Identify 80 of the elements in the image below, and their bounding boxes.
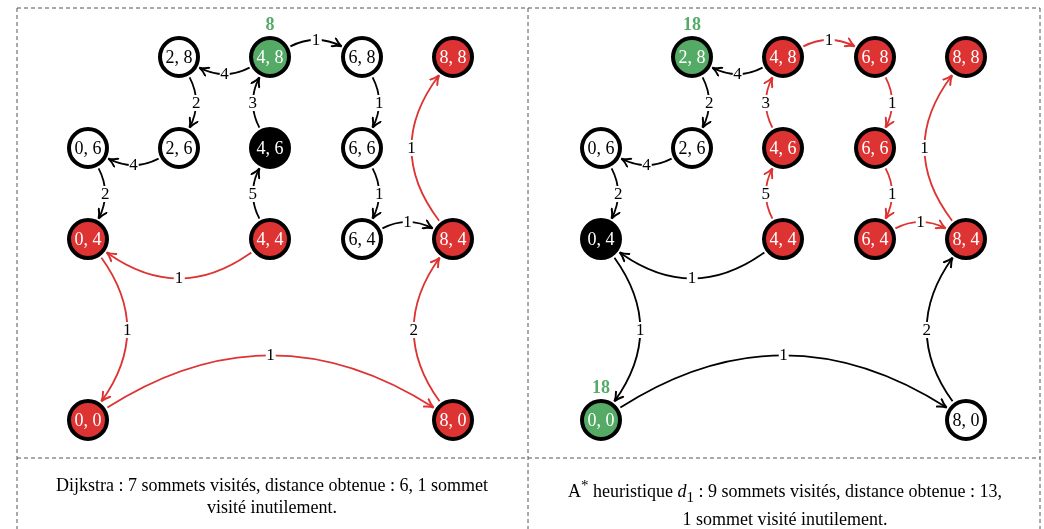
node-label: 2, 6	[164, 137, 194, 160]
graph-node	[945, 399, 987, 441]
graph-node	[945, 36, 987, 78]
graph-node	[432, 36, 474, 78]
edge-label: 2	[612, 185, 624, 202]
node-label: 6, 4	[860, 228, 890, 251]
edge-label: 1	[373, 94, 385, 111]
node-label: 4, 8	[255, 46, 285, 69]
edge-label: 5	[247, 185, 259, 202]
graph-node	[158, 36, 200, 78]
node-label: 2, 8	[164, 46, 194, 69]
edge-label: 3	[247, 94, 259, 111]
node-label: 0, 6	[73, 137, 103, 160]
node-label: 4, 4	[768, 228, 798, 251]
node-label: 8, 4	[438, 228, 468, 251]
node-label: 4, 6	[255, 137, 285, 160]
edge-label: 5	[760, 185, 772, 202]
node-label: 2, 8	[677, 46, 707, 69]
graph-node	[67, 218, 109, 260]
graph-node	[854, 36, 896, 78]
node-label: 0, 4	[586, 228, 616, 251]
graph-node	[945, 218, 987, 260]
caption: A$^{*}$ heuristique d$_{1}$ : 9 sommets visités, distance obtenue : 13, 1 sommet visité inutilement.	[567, 476, 1003, 529]
edge-label: 1	[886, 94, 898, 111]
graph-node	[249, 127, 291, 169]
edge-label: 2	[99, 185, 111, 202]
node-label: 8, 0	[438, 409, 468, 432]
edge-label: 2	[703, 94, 715, 111]
node-label: 6, 6	[860, 137, 890, 160]
cost-label: 8	[264, 14, 276, 35]
node-label: 8, 4	[951, 228, 981, 251]
graph-node	[762, 127, 804, 169]
node-label: 6, 6	[347, 137, 377, 160]
cost-label: 18	[591, 377, 611, 398]
edge-label: 1	[373, 185, 385, 202]
edge-label: 1	[886, 185, 898, 202]
graph-node	[762, 218, 804, 260]
graph-node	[580, 218, 622, 260]
node-label: 2, 6	[677, 137, 707, 160]
edge-label: 2	[190, 94, 202, 111]
graph-node	[249, 218, 291, 260]
graph-node	[158, 127, 200, 169]
graph-node	[762, 36, 804, 78]
node-label: 0, 6	[586, 137, 616, 160]
edge-label: 1	[635, 321, 646, 338]
graph-node	[341, 218, 383, 260]
node-label: 4, 8	[768, 46, 798, 69]
edge-label: 1	[823, 31, 835, 48]
edge-label: 1	[122, 321, 133, 338]
edge-label: 1	[406, 140, 417, 156]
node-label: 8, 8	[438, 46, 468, 69]
node-label: 0, 0	[73, 409, 103, 432]
graph-node	[432, 399, 474, 441]
edge-label: 1	[919, 140, 930, 156]
node-label: 0, 4	[73, 228, 103, 251]
caption: Dijkstra : 7 sommets visités, distance obtenue : 6, 1 sommet visité inutilement.	[55, 474, 489, 518]
node-label: 6, 4	[347, 228, 377, 251]
node-label: 8, 8	[951, 46, 981, 69]
node-label: 6, 8	[347, 46, 377, 69]
graph-node	[67, 399, 109, 441]
graph-node	[854, 127, 896, 169]
edge-label: 2	[408, 321, 419, 338]
graph-node	[432, 218, 474, 260]
edge-label: 1	[915, 213, 926, 230]
graph-node	[671, 127, 713, 169]
node-label: 4, 4	[255, 228, 285, 251]
graph-node	[341, 127, 383, 169]
graph-node	[341, 36, 383, 78]
cost-label: 18	[682, 14, 702, 35]
node-label: 6, 8	[860, 46, 890, 69]
edge-label: 2	[921, 321, 932, 338]
graph-node	[854, 218, 896, 260]
node-label: 4, 6	[768, 137, 798, 160]
edge-label: 1	[310, 31, 322, 48]
node-label: 0, 0	[586, 409, 616, 432]
edge-label: 3	[760, 94, 772, 111]
graph-node	[67, 127, 109, 169]
graph-node	[580, 127, 622, 169]
edge-label: 1	[402, 213, 413, 230]
node-label: 8, 0	[951, 409, 981, 432]
